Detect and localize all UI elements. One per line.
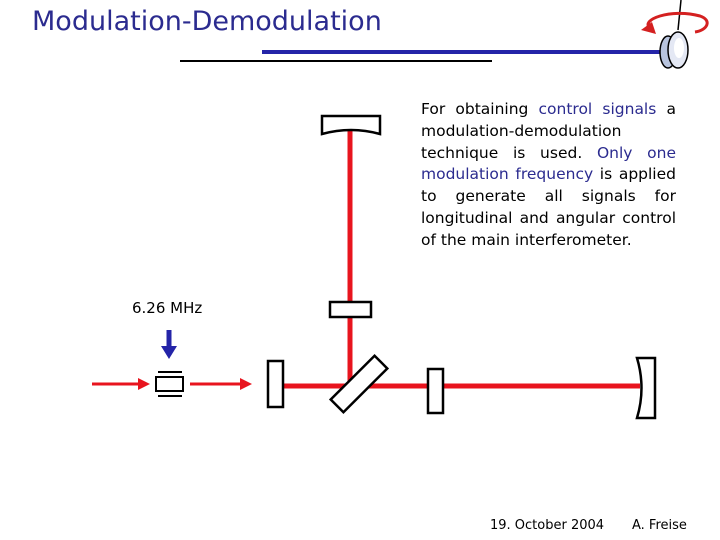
description-part1: For obtaining	[421, 100, 539, 118]
description-text: For obtaining control signals a modulati…	[421, 99, 676, 252]
modulation-arrowhead-icon	[161, 346, 177, 359]
description-part2: a modulation-demodulation technique is u…	[421, 100, 676, 162]
beam-input-arrowhead-right	[240, 378, 252, 390]
description-highlight-control-signals: control signals	[538, 100, 657, 118]
end-mirror-east	[635, 356, 657, 420]
input-mirror-east	[426, 367, 445, 415]
beam-splitter	[328, 353, 390, 415]
rotating-mirror-logo	[641, 0, 709, 69]
slide-title: Modulation-Demodulation	[32, 6, 382, 37]
footer-author: A. Freise	[632, 518, 687, 533]
beam-input-arrowhead-left	[138, 378, 150, 390]
modulator-icon	[155, 371, 184, 397]
description-part3: is applied to generate all signals for l…	[421, 165, 676, 249]
power-recycling-mirror	[266, 359, 285, 409]
footer-date: 19. October 2004	[490, 518, 605, 533]
modulation-frequency-label: 6.26 MHz	[132, 299, 203, 317]
description-highlight-frequency: Only one modulation frequency	[421, 143, 676, 184]
input-mirror-north	[328, 300, 373, 319]
end-mirror-north	[320, 114, 382, 136]
